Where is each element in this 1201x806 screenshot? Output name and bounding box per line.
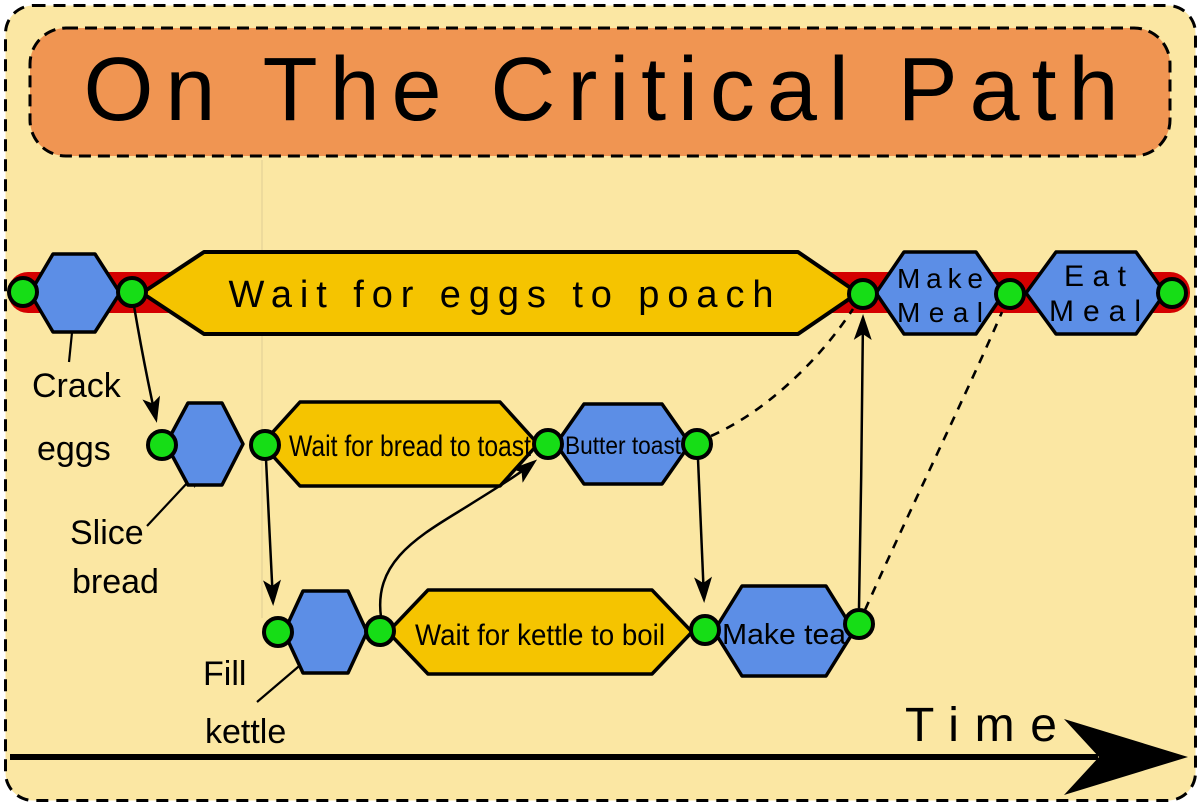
edge-kettle-to-toast xyxy=(378,459,538,618)
butter-toast-label: Butter toast xyxy=(565,432,681,460)
node-bread-toasted xyxy=(532,428,564,460)
title-banner xyxy=(28,26,1172,158)
edge-tea-to-makemeal xyxy=(853,314,872,609)
eat-meal-label-line1: Eat xyxy=(1064,260,1127,293)
node-start xyxy=(7,276,39,308)
make-tea-label: Make tea xyxy=(722,619,847,651)
make-meal-label-line1: Make xyxy=(897,263,983,294)
dashed-edge-tea-to-eatmeal xyxy=(863,311,1004,611)
node-bread-sliced xyxy=(249,429,281,461)
node-eggs-poached xyxy=(847,278,879,310)
wait-for-eggs-label: Wait for eggs to poach xyxy=(229,274,774,316)
wait-for-bread-label: Wait for bread to toast xyxy=(289,430,532,463)
crack-eggs-label-line1: Crack xyxy=(32,367,122,405)
edge-crack-to-slice xyxy=(132,305,161,423)
node-kettle-boiled xyxy=(689,614,721,646)
time-axis-arrowhead-icon xyxy=(1064,719,1188,795)
crack-eggs-label-line2: eggs xyxy=(37,430,111,468)
dashed-edge-butter-to-makemeal xyxy=(710,308,855,438)
node-toast-buttered xyxy=(681,428,713,460)
wait-for-kettle-label: Wait for kettle to boil xyxy=(415,619,665,652)
node-eggs-cracked xyxy=(116,276,148,308)
slice-bread-label-line2: bread xyxy=(72,563,159,601)
node-meal-eaten xyxy=(1156,277,1188,309)
fill-kettle-label-line1: Fill xyxy=(203,655,246,693)
node-kettle-filled xyxy=(364,615,396,647)
node-meal-made xyxy=(994,278,1026,310)
edge-butter-to-tea xyxy=(694,458,713,603)
slice-bread-task-hexagon xyxy=(164,401,245,487)
fill-kettle-label-line2: kettle xyxy=(205,713,286,751)
node-tea-made xyxy=(843,608,875,640)
time-axis-label: Time xyxy=(905,699,1057,752)
node-bread-start xyxy=(146,429,178,461)
node-kettle-start xyxy=(262,616,294,648)
slice-bread-label-line1: Slice xyxy=(70,514,144,552)
edge-slice-to-fill xyxy=(263,458,281,606)
fill-kettle-task-hexagon xyxy=(282,589,369,675)
